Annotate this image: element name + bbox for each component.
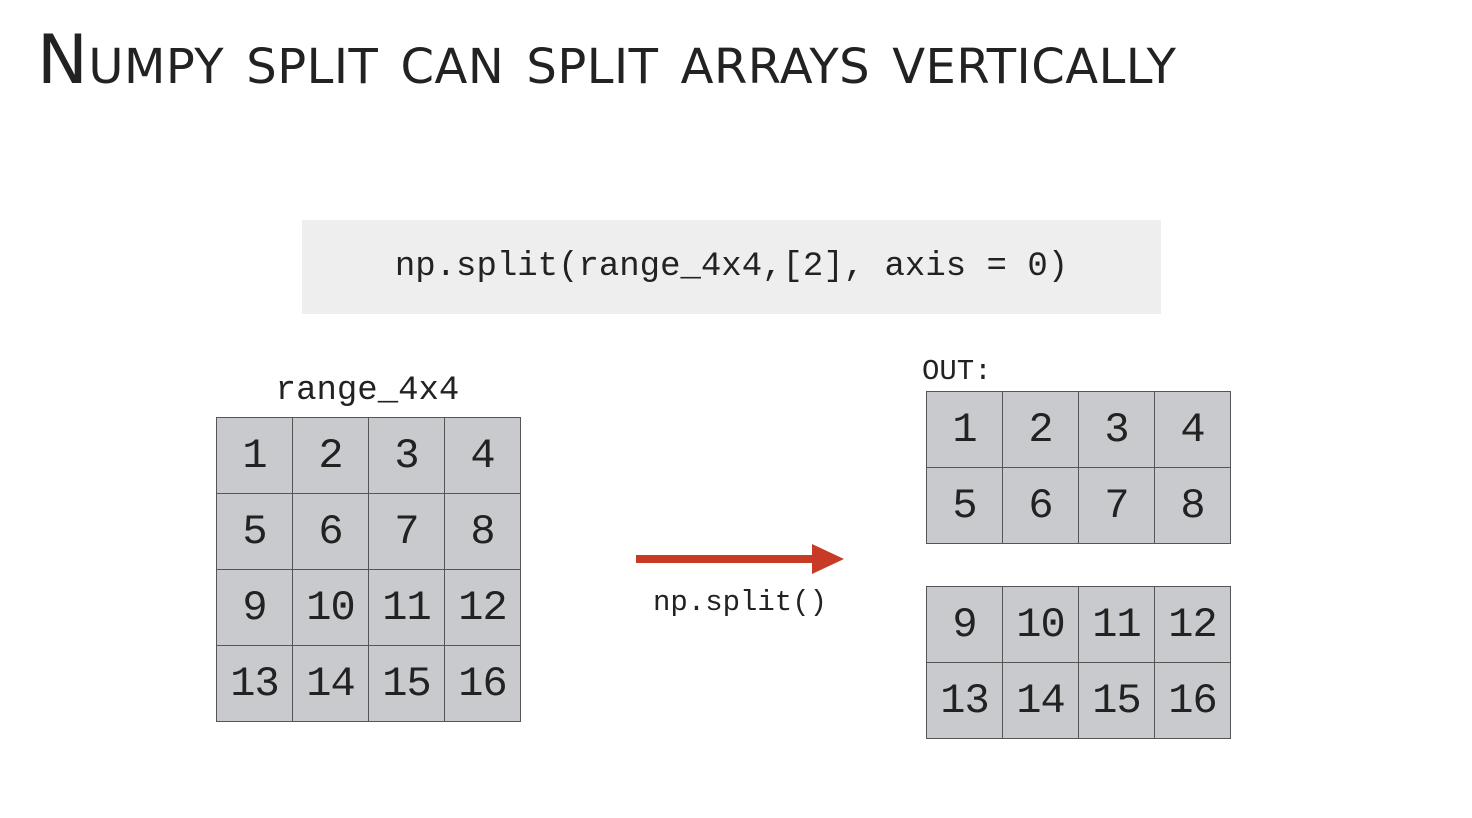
array-cell: 11 [1079, 587, 1154, 662]
array-cell: 6 [293, 494, 368, 569]
output-label: OUT: [922, 355, 992, 388]
array-cell: 8 [1155, 468, 1230, 543]
array-cell: 9 [927, 587, 1002, 662]
array-cell: 8 [445, 494, 520, 569]
array-cell: 2 [1003, 392, 1078, 467]
array-cell: 1 [217, 418, 292, 493]
array-cell: 2 [293, 418, 368, 493]
code-snippet-box: np.split(range_4x4,[2], axis = 0) [302, 220, 1161, 314]
code-snippet: np.split(range_4x4,[2], axis = 0) [394, 248, 1069, 286]
page-title: Numpy split can split arrays vertically [37, 21, 1177, 100]
array-cell: 15 [1079, 663, 1154, 738]
array-cell: 5 [927, 468, 1002, 543]
array-cell: 14 [293, 646, 368, 721]
array-cell: 10 [1003, 587, 1078, 662]
array-cell: 5 [217, 494, 292, 569]
array-cell: 7 [1079, 468, 1154, 543]
array-cell: 7 [369, 494, 444, 569]
array-cell: 12 [1155, 587, 1230, 662]
array-cell: 14 [1003, 663, 1078, 738]
array-cell: 12 [445, 570, 520, 645]
array-cell: 4 [1155, 392, 1230, 467]
array-cell: 11 [369, 570, 444, 645]
array-cell: 3 [1079, 392, 1154, 467]
array-cell: 3 [369, 418, 444, 493]
array-cell: 16 [445, 646, 520, 721]
array-cell: 16 [1155, 663, 1230, 738]
input-array-label: range_4x4 [275, 372, 460, 410]
arrow-head [812, 544, 844, 574]
array-cell: 10 [293, 570, 368, 645]
array-cell: 6 [1003, 468, 1078, 543]
array-cell: 1 [927, 392, 1002, 467]
array-cell: 13 [927, 663, 1002, 738]
function-label: np.split() [652, 586, 828, 619]
array-cell: 13 [217, 646, 292, 721]
array-cell: 9 [217, 570, 292, 645]
right-arrow-icon [636, 544, 844, 574]
arrow-shaft [636, 555, 814, 563]
array-cell: 4 [445, 418, 520, 493]
array-cell: 15 [369, 646, 444, 721]
